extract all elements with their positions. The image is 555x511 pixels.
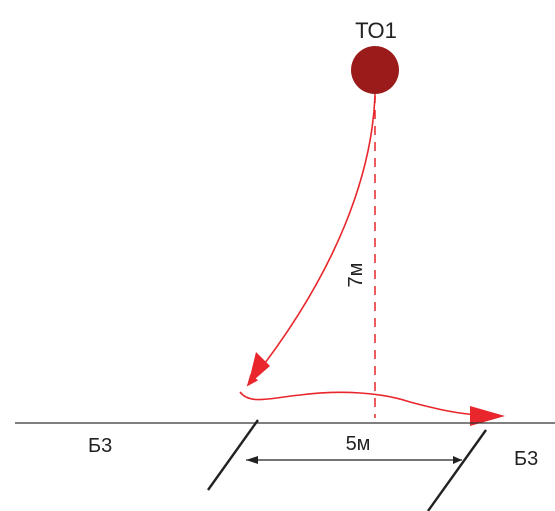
ground-arrowhead (470, 406, 505, 426)
marker-label: ТО1 (355, 18, 397, 43)
dimension-left-arrowhead (246, 456, 258, 464)
vertical-distance-label: 7м (345, 263, 367, 288)
right-boundary-mark (427, 429, 487, 511)
descent-arrowhead (248, 352, 270, 385)
baseline-right-label: Б3 (514, 448, 538, 470)
horizontal-distance-label: 5м (346, 433, 371, 455)
descent-arrow (246, 95, 376, 387)
ground-arrow (239, 391, 481, 416)
marker-circle (351, 46, 399, 94)
left-boundary-mark (207, 419, 259, 491)
baseline-left-label: Б3 (88, 435, 112, 457)
